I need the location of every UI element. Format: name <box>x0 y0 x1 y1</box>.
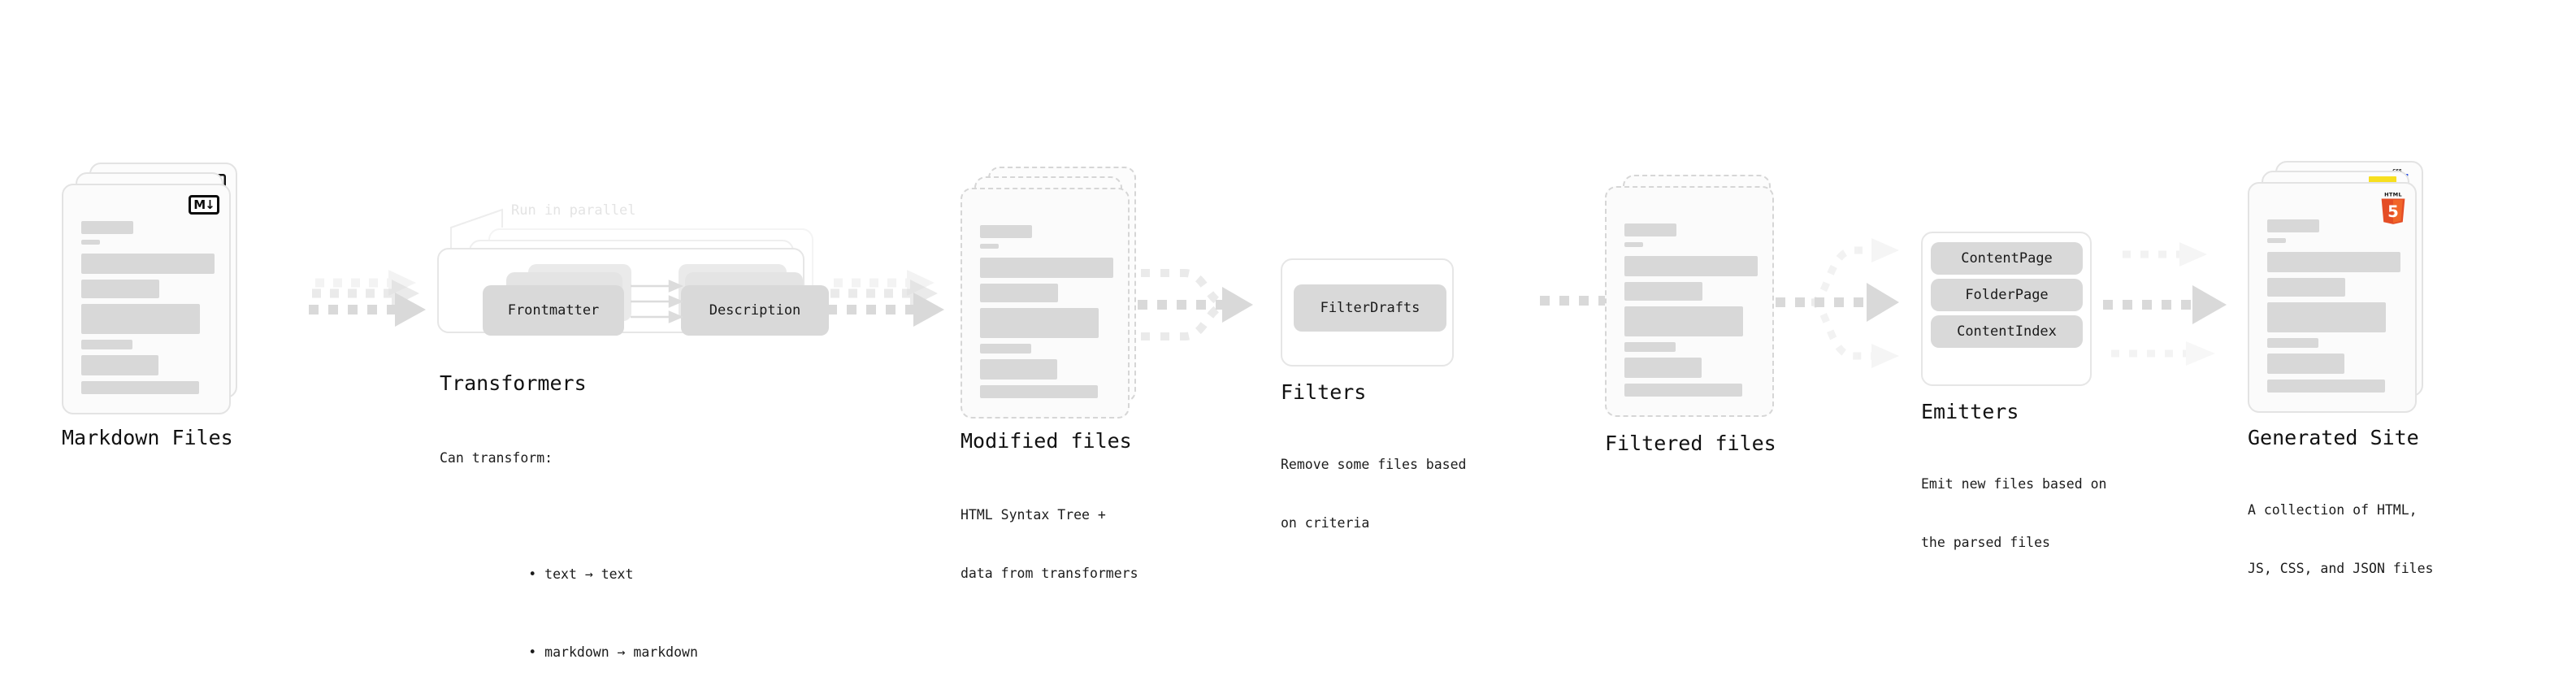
stage-modified-files: Modified files HTML Syntax Tree + data f… <box>961 167 1138 581</box>
stage-title-filters: Filters <box>1281 380 1367 404</box>
stage-markdown-files: M↓ M↓ M↓ Markdown Files <box>62 163 237 449</box>
conn-emitters-to-site <box>2103 228 2253 370</box>
modified-card-front <box>961 188 1130 419</box>
doc-content-placeholder <box>980 225 1113 404</box>
doc-content-placeholder <box>81 221 215 400</box>
modified-files-line-1: data from transformers <box>961 565 1138 581</box>
filter-pill-filterdrafts[interactable]: FilterDrafts <box>1294 284 1446 332</box>
emitters-line-0: Emit new files based on <box>1921 475 2107 492</box>
filtered-file-stack <box>1605 175 1780 427</box>
stage-transformers: Run in parallel Frontmatter Description <box>437 195 865 660</box>
transformers-description: Can transform: • text → text • markdown … <box>440 410 698 681</box>
filters-description: Remove some files based on criteria <box>1281 416 1466 571</box>
generated-card-html: HTML 5 <box>2248 182 2417 413</box>
stage-filters: FilterDrafts Filters Remove some files b… <box>1281 244 1516 531</box>
filters-line-1: on criteria <box>1281 514 1370 531</box>
transformers-bullet-1: • markdown → markdown <box>520 644 698 661</box>
markdown-file-stack: M↓ M↓ M↓ <box>62 163 237 414</box>
doc-content-placeholder <box>2267 219 2400 398</box>
filtered-card-front <box>1605 186 1774 417</box>
markdown-icon: M↓ <box>189 195 219 215</box>
svg-text:HTML: HTML <box>2384 191 2402 197</box>
generated-site-stack: CSS HTML 5 <box>2248 161 2423 413</box>
stage-title-emitters: Emitters <box>1921 400 2019 423</box>
emitter-pill-folderpage[interactable]: FolderPage <box>1931 279 2083 311</box>
generated-site-line-1: JS, CSS, and JSON files <box>2248 560 2434 576</box>
emitter-pill-contentindex[interactable]: ContentIndex <box>1931 315 2083 348</box>
svg-text:5: 5 <box>2387 202 2399 221</box>
stage-title-markdown-files: Markdown Files <box>62 426 233 449</box>
emitter-pill-contentpage[interactable]: ContentPage <box>1931 242 2083 275</box>
stage-filtered-files: Filtered files <box>1605 175 1780 455</box>
conn-md-to-transformers <box>309 268 431 341</box>
emitters-description: Emit new files based on the parsed files <box>1921 436 2106 591</box>
doc-content-placeholder <box>1624 223 1758 402</box>
transformer-inner-arrows <box>631 277 687 327</box>
transformers-bullet-list: • text → text • markdown → markdown • ht… <box>440 507 698 681</box>
transformers-bullet-0: • text → text <box>520 566 634 583</box>
conn-modified-to-filters <box>1138 258 1268 352</box>
stage-title-transformers: Transformers <box>440 371 587 395</box>
conn-filtered-to-emitters <box>1776 234 1918 376</box>
generated-site-line-0: A collection of HTML, <box>2248 501 2418 518</box>
filters-line-0: Remove some files based <box>1281 456 1467 472</box>
run-in-parallel-label: Run in parallel <box>511 202 636 219</box>
stage-generated-site: CSS HTML 5 <box>2248 161 2433 576</box>
modified-file-stack <box>961 167 1136 419</box>
stage-emitters: ContentPage FolderPage ContentIndex Emit… <box>1921 219 2197 550</box>
generated-site-description: A collection of HTML, JS, CSS, and JSON … <box>2248 462 2433 617</box>
modified-files-description: HTML Syntax Tree + data from transformer… <box>961 466 1138 622</box>
emitters-line-1: the parsed files <box>1921 534 2050 550</box>
markdown-card-front: M↓ <box>62 184 231 414</box>
stage-title-filtered-files: Filtered files <box>1605 432 1776 455</box>
stage-title-generated-site: Generated Site <box>2248 426 2419 449</box>
transformer-pill-description[interactable]: Description <box>681 285 829 336</box>
html5-icon: HTML 5 <box>2381 191 2405 224</box>
modified-files-line-0: HTML Syntax Tree + <box>961 506 1106 523</box>
transformer-pill-frontmatter[interactable]: Frontmatter <box>483 285 624 336</box>
stage-title-modified-files: Modified files <box>961 429 1132 453</box>
transformers-caption: Can transform: <box>440 449 553 466</box>
conn-transformers-to-modified <box>827 268 949 341</box>
run-in-parallel-bracket <box>443 195 654 255</box>
